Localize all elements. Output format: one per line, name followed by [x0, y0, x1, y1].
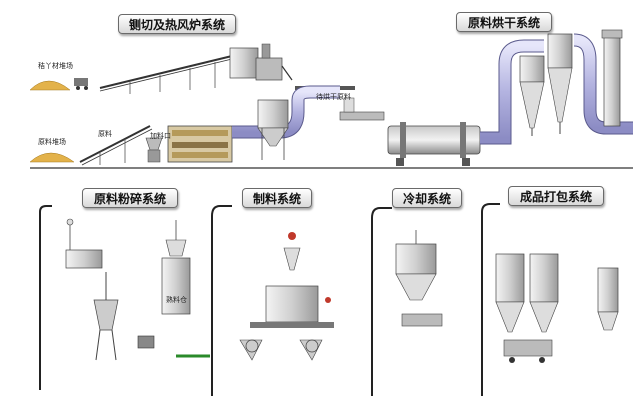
section-title-chop-furnace: 铡切及热风炉系统 [118, 14, 236, 34]
section-title-pack: 成品打包系统 [508, 186, 604, 206]
pellet-system-frame [211, 205, 232, 396]
conditioner-hopper [283, 232, 301, 271]
label-to-dry: 待烘干原料 [316, 93, 351, 101]
hot-air-duct [232, 85, 340, 139]
label-cooked-bin: 熟料仓 [166, 296, 187, 304]
vibrating-screen [401, 313, 443, 327]
product-silo-1 [495, 253, 525, 333]
label-raw-pile: 原料堆场 [38, 138, 66, 146]
hammer-mill [93, 272, 119, 361]
dryer-exhaust-duct [480, 33, 633, 145]
cyclone-dust-collector-1 [257, 99, 289, 160]
counterflow-cooler [395, 230, 437, 301]
section-title-crush: 原料粉碎系统 [82, 188, 178, 208]
cooked-material-bin [161, 220, 191, 315]
raw-pile [29, 152, 75, 163]
truck-icon [503, 339, 553, 363]
cool-system-frame [371, 207, 392, 396]
label-feed-port: 加料口 [150, 132, 171, 140]
packing-scale [597, 267, 619, 331]
loader-truck-icon [74, 78, 88, 90]
chopper-machine [229, 43, 293, 81]
cyclone-separator-1 [519, 55, 545, 136]
pellet-mill-2 [299, 339, 323, 361]
rotary-drum-dryer [387, 122, 481, 166]
label-raw-material: 原料 [98, 130, 112, 138]
cyclone-separator-2 [547, 33, 573, 134]
pack-system-frame [481, 203, 500, 396]
pellet-mill-main [250, 285, 334, 328]
red-indicator [325, 297, 331, 303]
label-straw-pile: 秸丫材堆场 [38, 62, 73, 70]
section-title-dry: 原料烘干系统 [456, 12, 552, 32]
chimney [601, 29, 623, 127]
crush-system-frame [39, 205, 52, 390]
section-title-pellet: 制料系统 [242, 188, 312, 208]
inclined-belt-conveyor-1 [99, 55, 233, 94]
mill-motor [137, 335, 155, 349]
pellet-mill-1 [239, 339, 263, 361]
straw-pile [29, 80, 71, 91]
section-title-cool: 冷却系统 [392, 188, 462, 208]
hot-air-furnace [167, 125, 233, 163]
hammer-mill-feeder [65, 218, 103, 269]
inclined-belt-conveyor-2 [79, 125, 153, 166]
screw-feeder [339, 97, 385, 121]
feed-port-hopper [145, 137, 163, 163]
product-silo-2 [529, 253, 559, 333]
